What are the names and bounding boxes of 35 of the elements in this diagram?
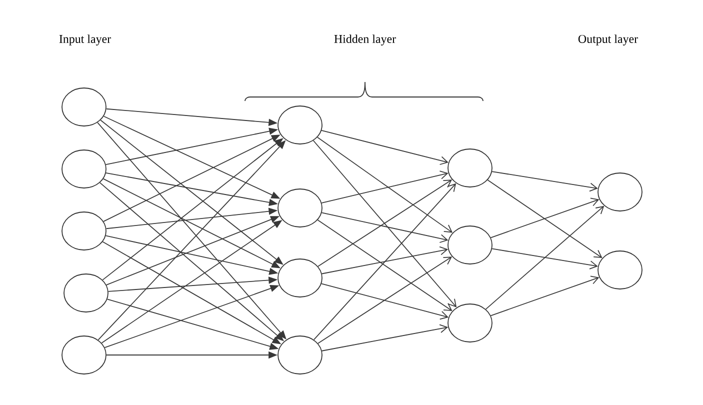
neuron-circle <box>62 88 106 126</box>
arrow <box>321 283 449 320</box>
neuron-circle <box>598 172 642 212</box>
layer-label: Hidden layer <box>334 34 396 46</box>
neuron-circle <box>64 274 108 312</box>
arrow <box>490 276 600 316</box>
neuron-circle <box>62 212 106 250</box>
arrow <box>316 136 453 233</box>
arrow <box>312 140 457 308</box>
arrow <box>321 170 448 204</box>
neuron-circle <box>448 226 492 264</box>
arrow <box>485 206 604 310</box>
layer-label: Input layer <box>59 34 111 46</box>
neuron-circle <box>448 148 492 188</box>
neuron-circle <box>278 188 322 228</box>
arrow <box>487 180 602 258</box>
neuron-circle <box>62 150 106 188</box>
neuron-circle <box>278 106 322 144</box>
arrow <box>492 171 598 192</box>
neuron-circle <box>448 304 492 342</box>
neuron-circle <box>598 250 642 290</box>
arrow <box>490 198 600 238</box>
arrow <box>492 248 598 270</box>
neuron-circle <box>62 336 106 374</box>
neuron-circle <box>278 336 322 374</box>
arrow <box>321 130 448 165</box>
arrow <box>321 212 448 243</box>
arrow <box>322 324 448 352</box>
arrow <box>321 246 448 274</box>
layer-label: Output layer <box>578 34 638 46</box>
arrow <box>313 183 456 340</box>
arrow <box>318 256 452 344</box>
neuron-circle <box>278 258 322 298</box>
arrow <box>317 220 452 312</box>
arrow <box>318 180 452 267</box>
